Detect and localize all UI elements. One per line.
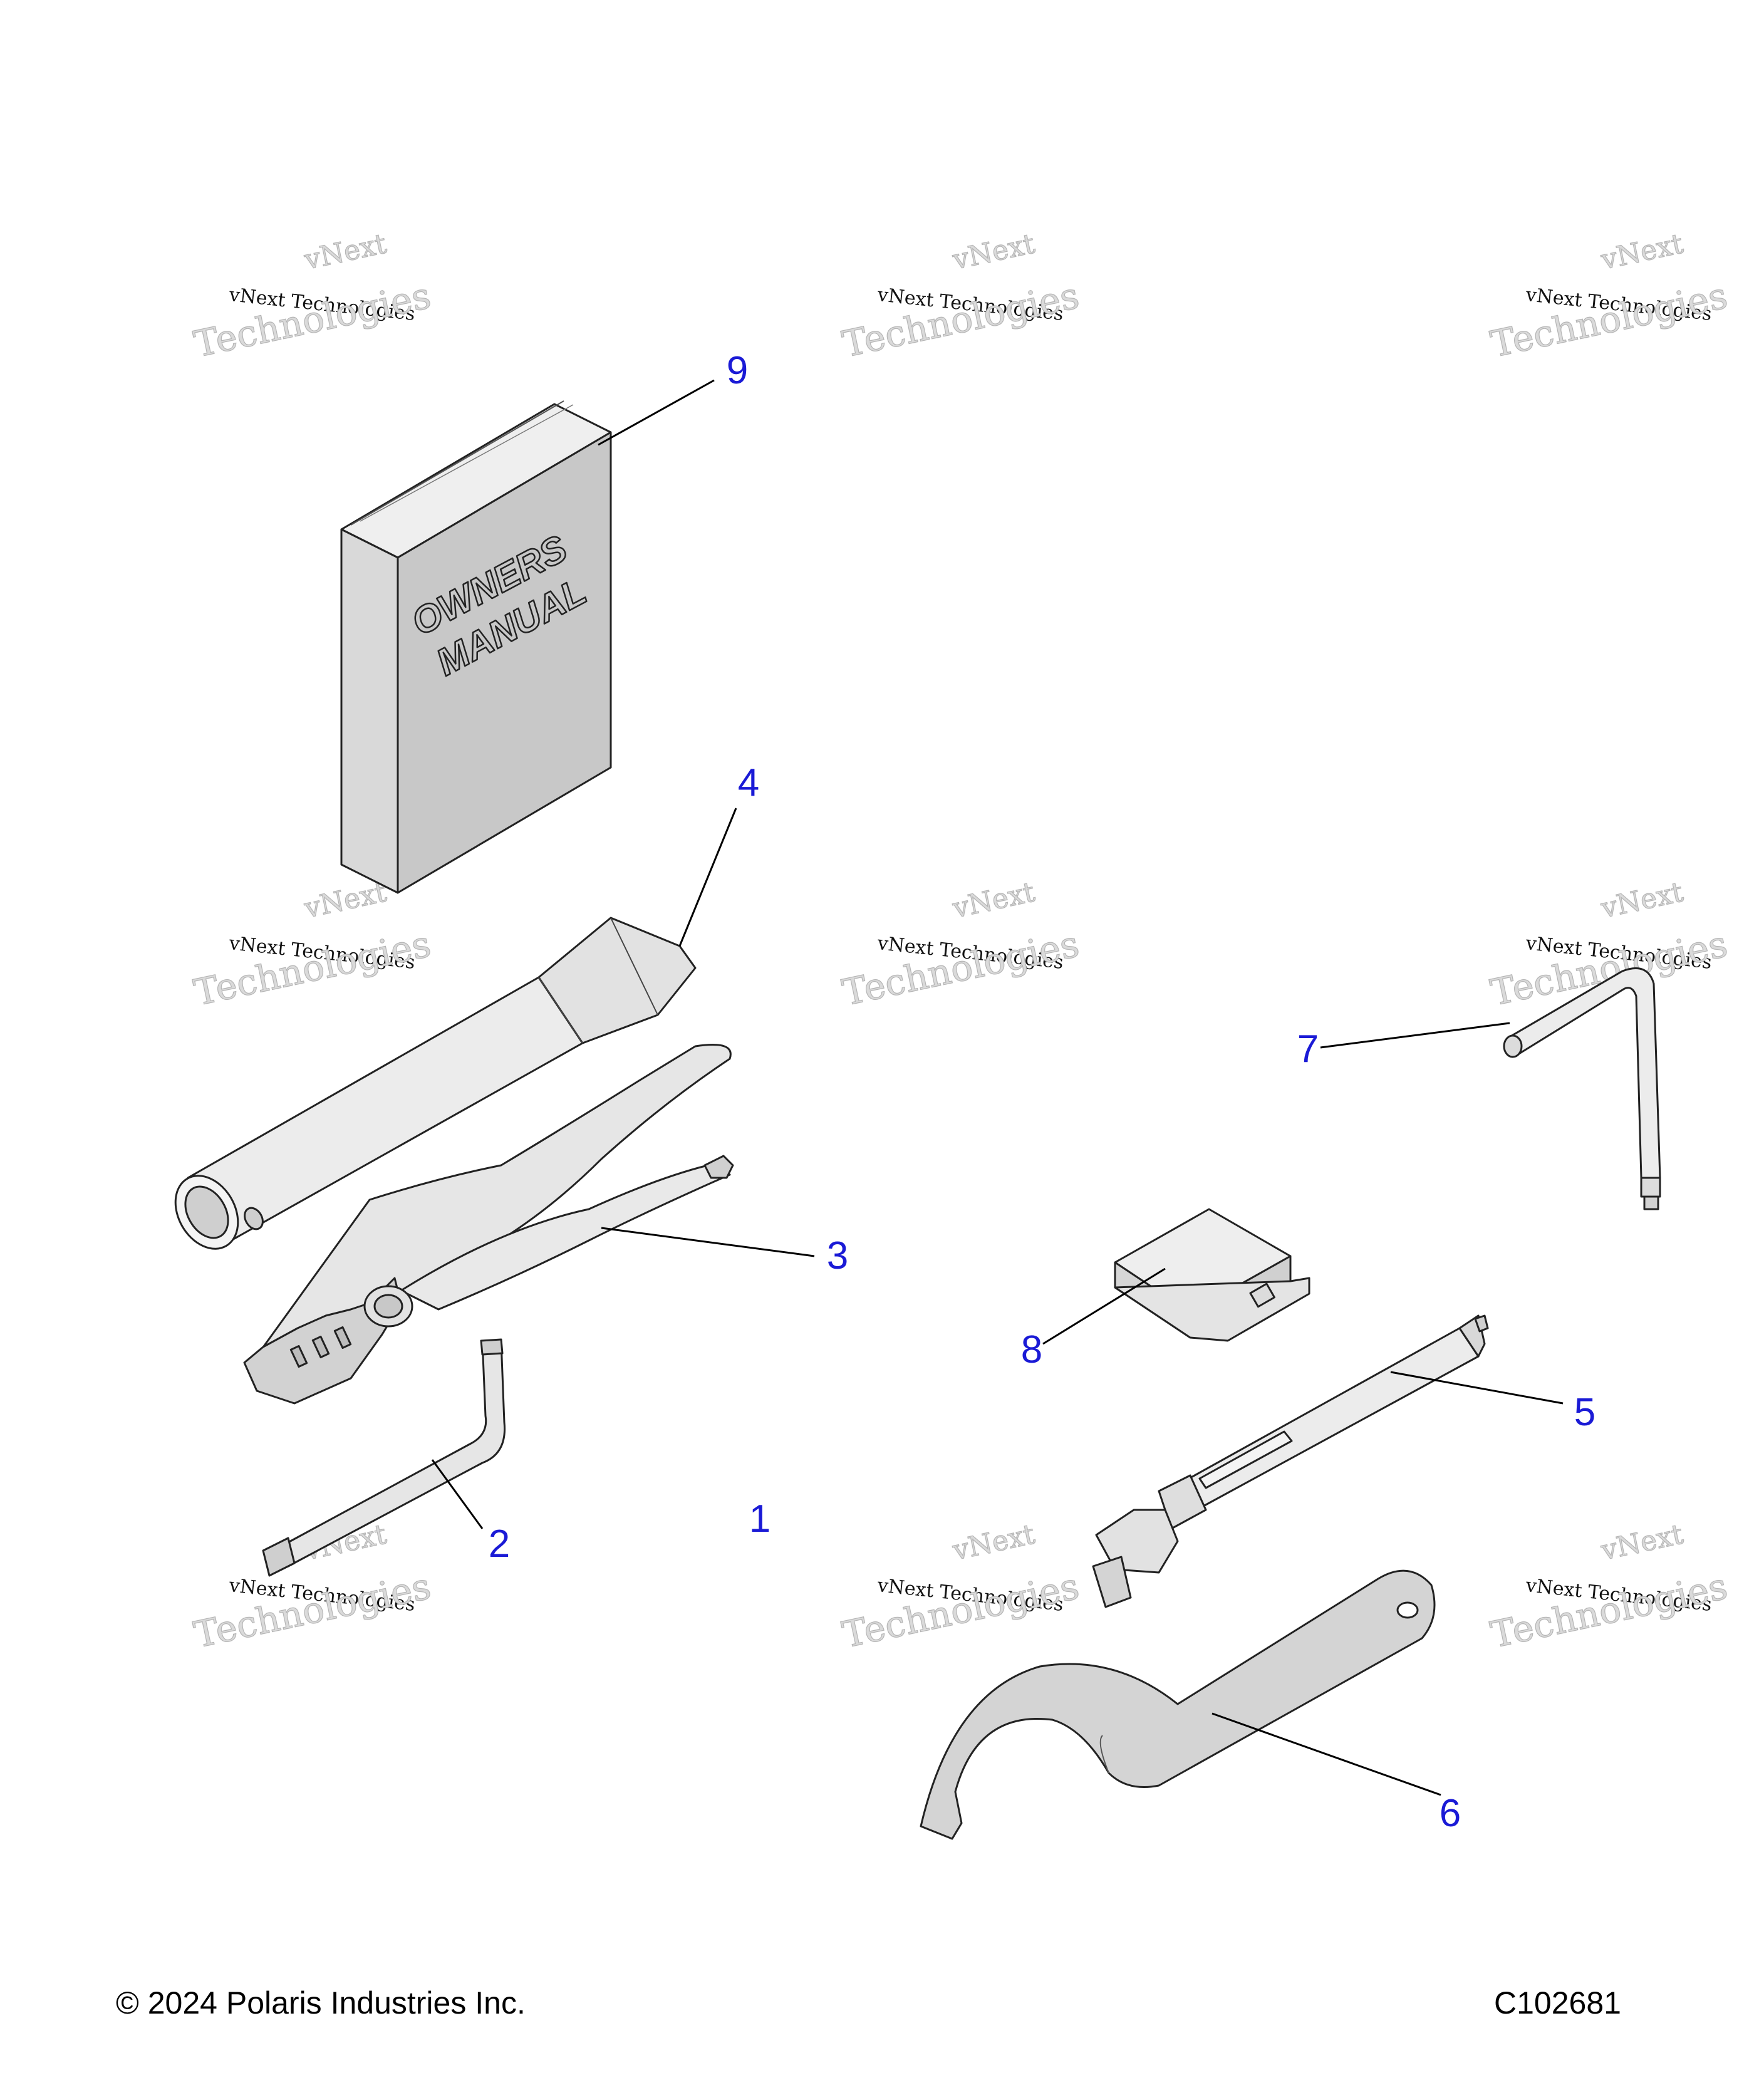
copyright-text: © 2024 Polaris Industries Inc. [116,1985,526,2020]
watermark: vNext vNext Technologies Technologies [190,876,435,1015]
pliers-part [243,1044,734,1405]
watermark-technologies: Technologies [190,922,435,1014]
leader-7 [1320,1022,1510,1049]
watermark-vnext: vNext [301,227,390,276]
leader-4 [678,808,737,947]
tire-gauge-part [1092,1314,1489,1608]
watermark-technologies: Technologies [1487,1564,1731,1656]
callout-1: 1 [749,1497,770,1541]
leader-5 [1390,1371,1564,1405]
watermark-technologies: Technologies [839,274,1083,365]
watermark-technologies: Technologies [839,1564,1083,1656]
watermark-vnext: vNext [301,876,390,925]
watermark: vNext vNext Technologies Technologies [1486,1518,1731,1657]
watermark-vnext: vNext [950,876,1038,925]
callout-5: 5 [1574,1391,1595,1434]
watermark-vnext: vNext [1598,1518,1686,1567]
watermark-technologies: Technologies [839,922,1083,1014]
leader-lines [431,379,1564,1796]
leader-9 [598,379,715,446]
torx-l-key-part [262,1338,506,1577]
leader-8 [1042,1267,1166,1345]
callout-numbers: 9 4 3 2 1 7 8 5 6 [489,349,1595,1835]
spanner-wrench-part [920,1569,1436,1840]
manual-cover [397,431,612,894]
callout-3: 3 [827,1234,848,1277]
watermark: vNext vNext Technologies Technologies [838,876,1083,1015]
callout-8: 8 [1021,1328,1042,1371]
hex-l-key-part [1503,967,1661,1210]
watermark-vnext: vNext [950,1518,1038,1567]
leader-2 [431,1459,484,1529]
callout-6: 6 [1440,1792,1461,1835]
callout-2: 2 [489,1522,510,1566]
owners-manual-part: OWNERS MANUAL [340,400,612,894]
watermark: vNext vNext Technologies Technologies [1486,227,1731,367]
manual-spine [340,528,399,894]
leader-3 [601,1227,815,1257]
watermark: vNext vNext Technologies Technologies [838,1518,1083,1657]
diagram-code: C102681 [1494,1985,1621,2020]
watermark-technologies: Technologies [190,1564,435,1656]
watermark-technologies: Technologies [190,274,435,365]
watermark-vnext: vNext [1598,227,1686,276]
watermark-vnext: vNext [950,227,1038,276]
watermark-vnext: vNext [1598,876,1686,925]
watermark-grid: vNext vNext Technologies Technologies vN… [190,227,1731,1657]
watermark: vNext vNext Technologies Technologies [190,227,435,367]
callout-4: 4 [738,761,759,804]
fuse-block-part [1114,1208,1310,1342]
watermark-technologies: Technologies [1487,274,1731,365]
leader-6 [1211,1712,1441,1796]
watermark: vNext vNext Technologies Technologies [838,227,1083,367]
watermark-technologies: Technologies [1487,922,1731,1014]
callout-7: 7 [1297,1027,1319,1071]
callout-9: 9 [727,349,748,392]
spark-plug-socket-part [174,917,697,1250]
